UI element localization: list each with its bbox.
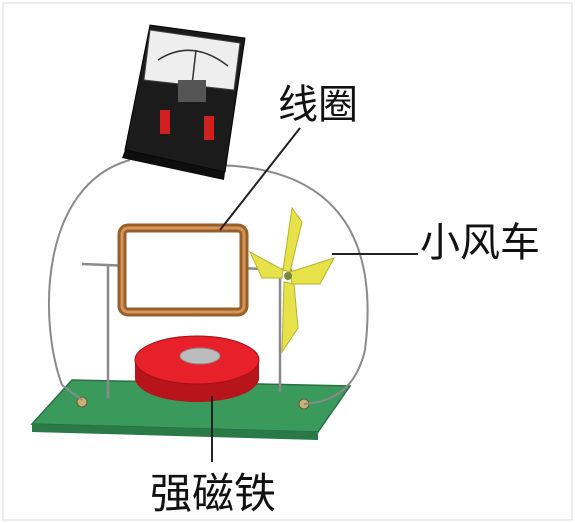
coil-icon	[117, 223, 249, 317]
leader-lines	[211, 127, 418, 462]
pinwheel-label: 小风车	[420, 220, 540, 266]
ring-magnet-icon	[134, 335, 260, 402]
coil-leader-line	[219, 127, 301, 231]
galvanometer-icon	[122, 24, 246, 180]
connection-wires	[47, 159, 369, 405]
coil-label: 线圈	[278, 82, 358, 128]
pinwheel-icon	[248, 206, 336, 354]
left-terminal-icon	[76, 396, 88, 408]
magnet-label: 强磁铁	[150, 469, 276, 518]
